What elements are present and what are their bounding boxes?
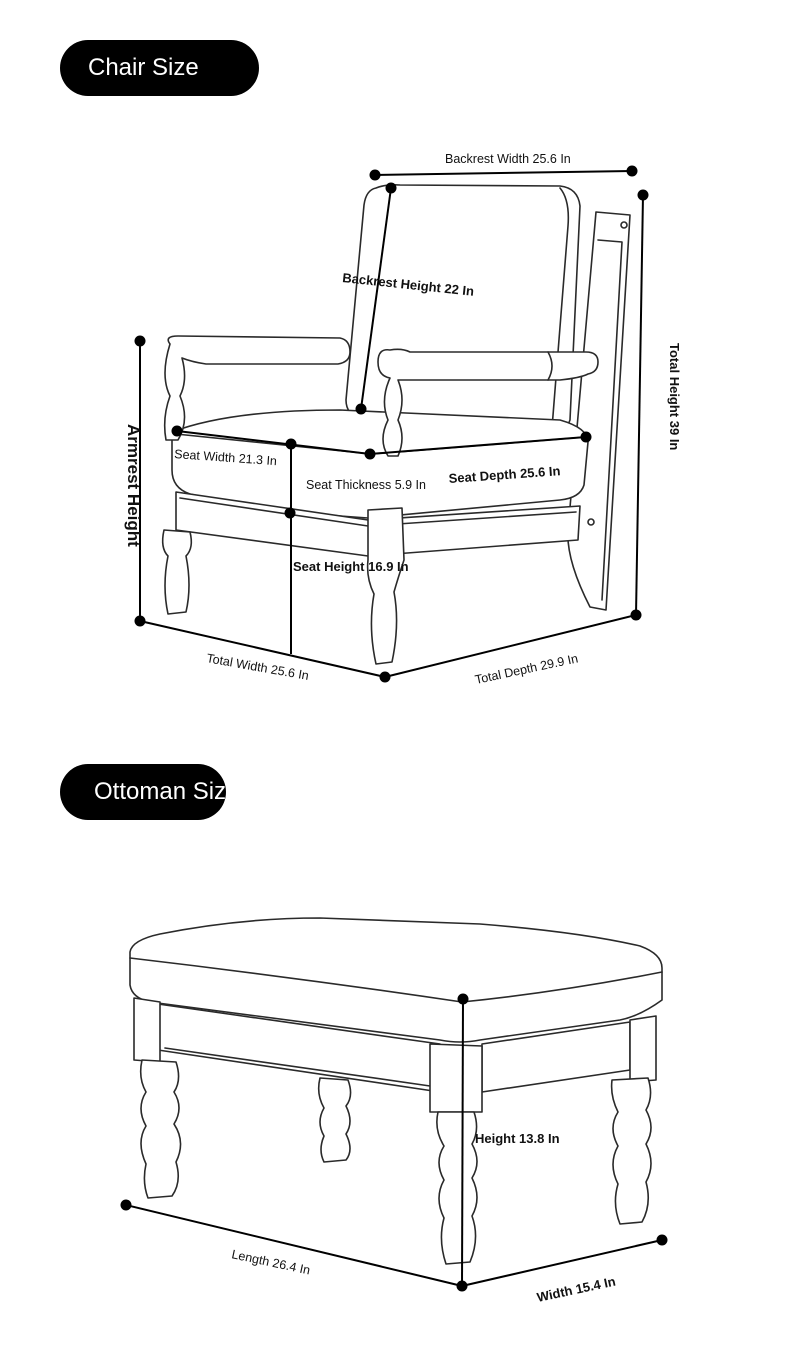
ottoman-length-label: Length 26.4 In [230, 1247, 311, 1277]
armrest-height-label: Armrest Height [124, 424, 143, 547]
seat-thickness-label: Seat Thickness 5.9 In [306, 478, 426, 492]
ottoman-labels: Height 13.8 In Length 26.4 In Width 15.4… [230, 1131, 617, 1305]
ottoman-size-title: Ottoman Size [94, 778, 226, 805]
ottoman-dimension-lines [120, 993, 668, 1292]
chair-size-heading: Chair Size [60, 40, 259, 96]
seat-height-label: Seat Height 16.9 In [293, 559, 409, 574]
ottoman-height-label: Height 13.8 In [475, 1131, 560, 1146]
chair-dimension-lines [134, 165, 649, 683]
total-depth-label: Total Depth 29.9 In [474, 651, 580, 687]
chair-illustration [161, 184, 631, 665]
ottoman-width-label: Width 15.4 In [536, 1274, 617, 1305]
ottoman-size-heading: Ottoman Size [60, 764, 226, 820]
ottoman-illustration [129, 917, 663, 1265]
backrest-width-end-dot [626, 165, 638, 177]
backrest-width-label: Backrest Width 25.6 In [445, 152, 571, 166]
backrest-width-start-dot [369, 169, 381, 181]
chair-size-title: Chair Size [88, 54, 199, 81]
total-height-label: Total Height 39 In [667, 343, 682, 450]
